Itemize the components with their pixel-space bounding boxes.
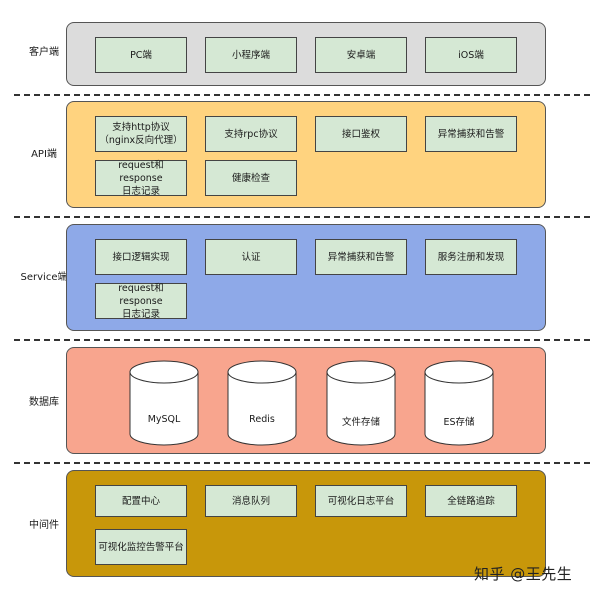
client-box-ios: iOS端 — [425, 37, 517, 73]
middleware-box-mq: 消息队列 — [205, 485, 297, 517]
layer-divider — [14, 339, 590, 341]
layer-band-api: 支持http协议 （nginx反向代理） 支持rpc协议 接口鉴权 异常捕获和告… — [66, 101, 546, 208]
service-box-registry: 服务注册和发现 — [425, 239, 517, 275]
layer-divider — [14, 94, 590, 96]
layer-label-client: 客户端 — [29, 47, 59, 58]
db-cylinder-redis: Redis — [227, 360, 297, 450]
db-label: ES存储 — [443, 417, 475, 428]
database-icon — [129, 360, 199, 446]
api-box-rpc: 支持rpc协议 — [205, 116, 297, 152]
api-box-logging: request和response 日志记录 — [95, 160, 187, 197]
database-icon — [326, 360, 396, 446]
service-box-authn: 认证 — [205, 239, 297, 275]
client-box-android: 安卓端 — [315, 37, 407, 73]
watermark: 知乎 @王先生 — [474, 565, 573, 583]
middleware-box-tracing: 全链路追踪 — [425, 485, 517, 517]
database-icon — [227, 360, 297, 446]
db-label: MySQL — [147, 414, 181, 425]
db-cylinder-es-storage: ES存储 — [424, 360, 494, 450]
layer-label-middleware: 中间件 — [29, 520, 59, 531]
service-box-logging: request和response 日志记录 — [95, 283, 187, 320]
layer-band-middleware: 配置中心 消息队列 可视化日志平台 全链路追踪 可视化监控告警平台 — [66, 470, 546, 577]
layer-divider — [14, 216, 590, 218]
db-cylinder-mysql: MySQL — [129, 360, 199, 450]
middleware-box-monitoring: 可视化监控告警平台 — [95, 529, 187, 565]
api-box-exception: 异常捕获和告警 — [425, 116, 517, 152]
db-label: 文件存储 — [341, 417, 380, 428]
layer-label-service: Service端 — [20, 272, 68, 283]
middleware-box-log-platform: 可视化日志平台 — [315, 485, 407, 517]
layer-label-api: API端 — [31, 149, 57, 160]
client-box-pc: PC端 — [95, 37, 187, 73]
middleware-box-config: 配置中心 — [95, 485, 187, 517]
layer-band-client: PC端 小程序端 安卓端 iOS端 — [66, 22, 546, 86]
api-box-healthcheck: 健康检查 — [205, 160, 297, 196]
layer-band-service: 接口逻辑实现 认证 异常捕获和告警 服务注册和发现 request和respon… — [66, 224, 546, 331]
api-box-http: 支持http协议 （nginx反向代理） — [95, 116, 187, 152]
database-icon — [424, 360, 494, 446]
db-label: Redis — [249, 414, 275, 425]
db-cylinder-file-storage: 文件存储 — [326, 360, 396, 450]
layer-divider — [14, 462, 590, 464]
service-box-logic: 接口逻辑实现 — [95, 239, 187, 275]
service-box-exception: 异常捕获和告警 — [315, 239, 407, 275]
layer-label-database: 数据库 — [29, 397, 59, 408]
layer-band-database: MySQL Redis 文件存储 ES存储 — [66, 347, 546, 454]
api-box-auth: 接口鉴权 — [315, 116, 407, 152]
client-box-miniprogram: 小程序端 — [205, 37, 297, 73]
